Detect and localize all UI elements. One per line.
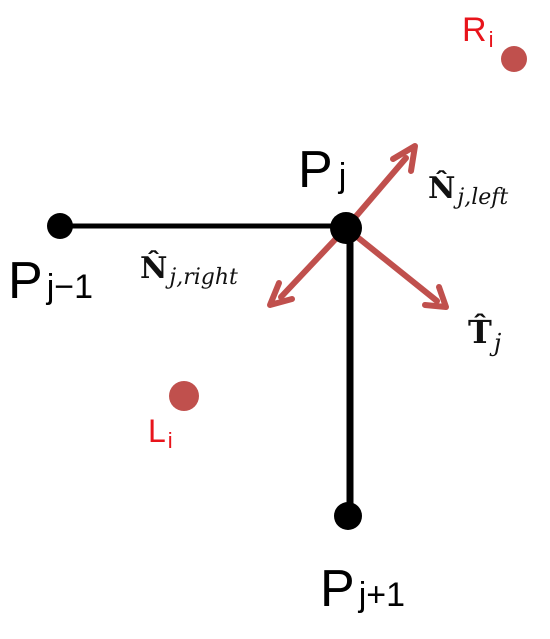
- ref-point-l-i: [169, 381, 199, 411]
- vertex-p-j-minus-1: [47, 213, 73, 239]
- label-n-left: N̂j,left: [428, 171, 508, 210]
- vector-n-right: [267, 225, 349, 308]
- label-r-i: Ri: [462, 11, 493, 52]
- label-l-i: Li: [148, 413, 173, 453]
- vertex-p-j-plus-1: [334, 502, 362, 530]
- vector-n-left: [343, 143, 418, 231]
- ref-point-r-i: [501, 46, 527, 72]
- label-n-right: N̂j,right: [140, 251, 238, 290]
- vertex-p-j: [330, 212, 362, 244]
- vector-t: [343, 225, 449, 310]
- label-t: T̂j: [468, 313, 502, 357]
